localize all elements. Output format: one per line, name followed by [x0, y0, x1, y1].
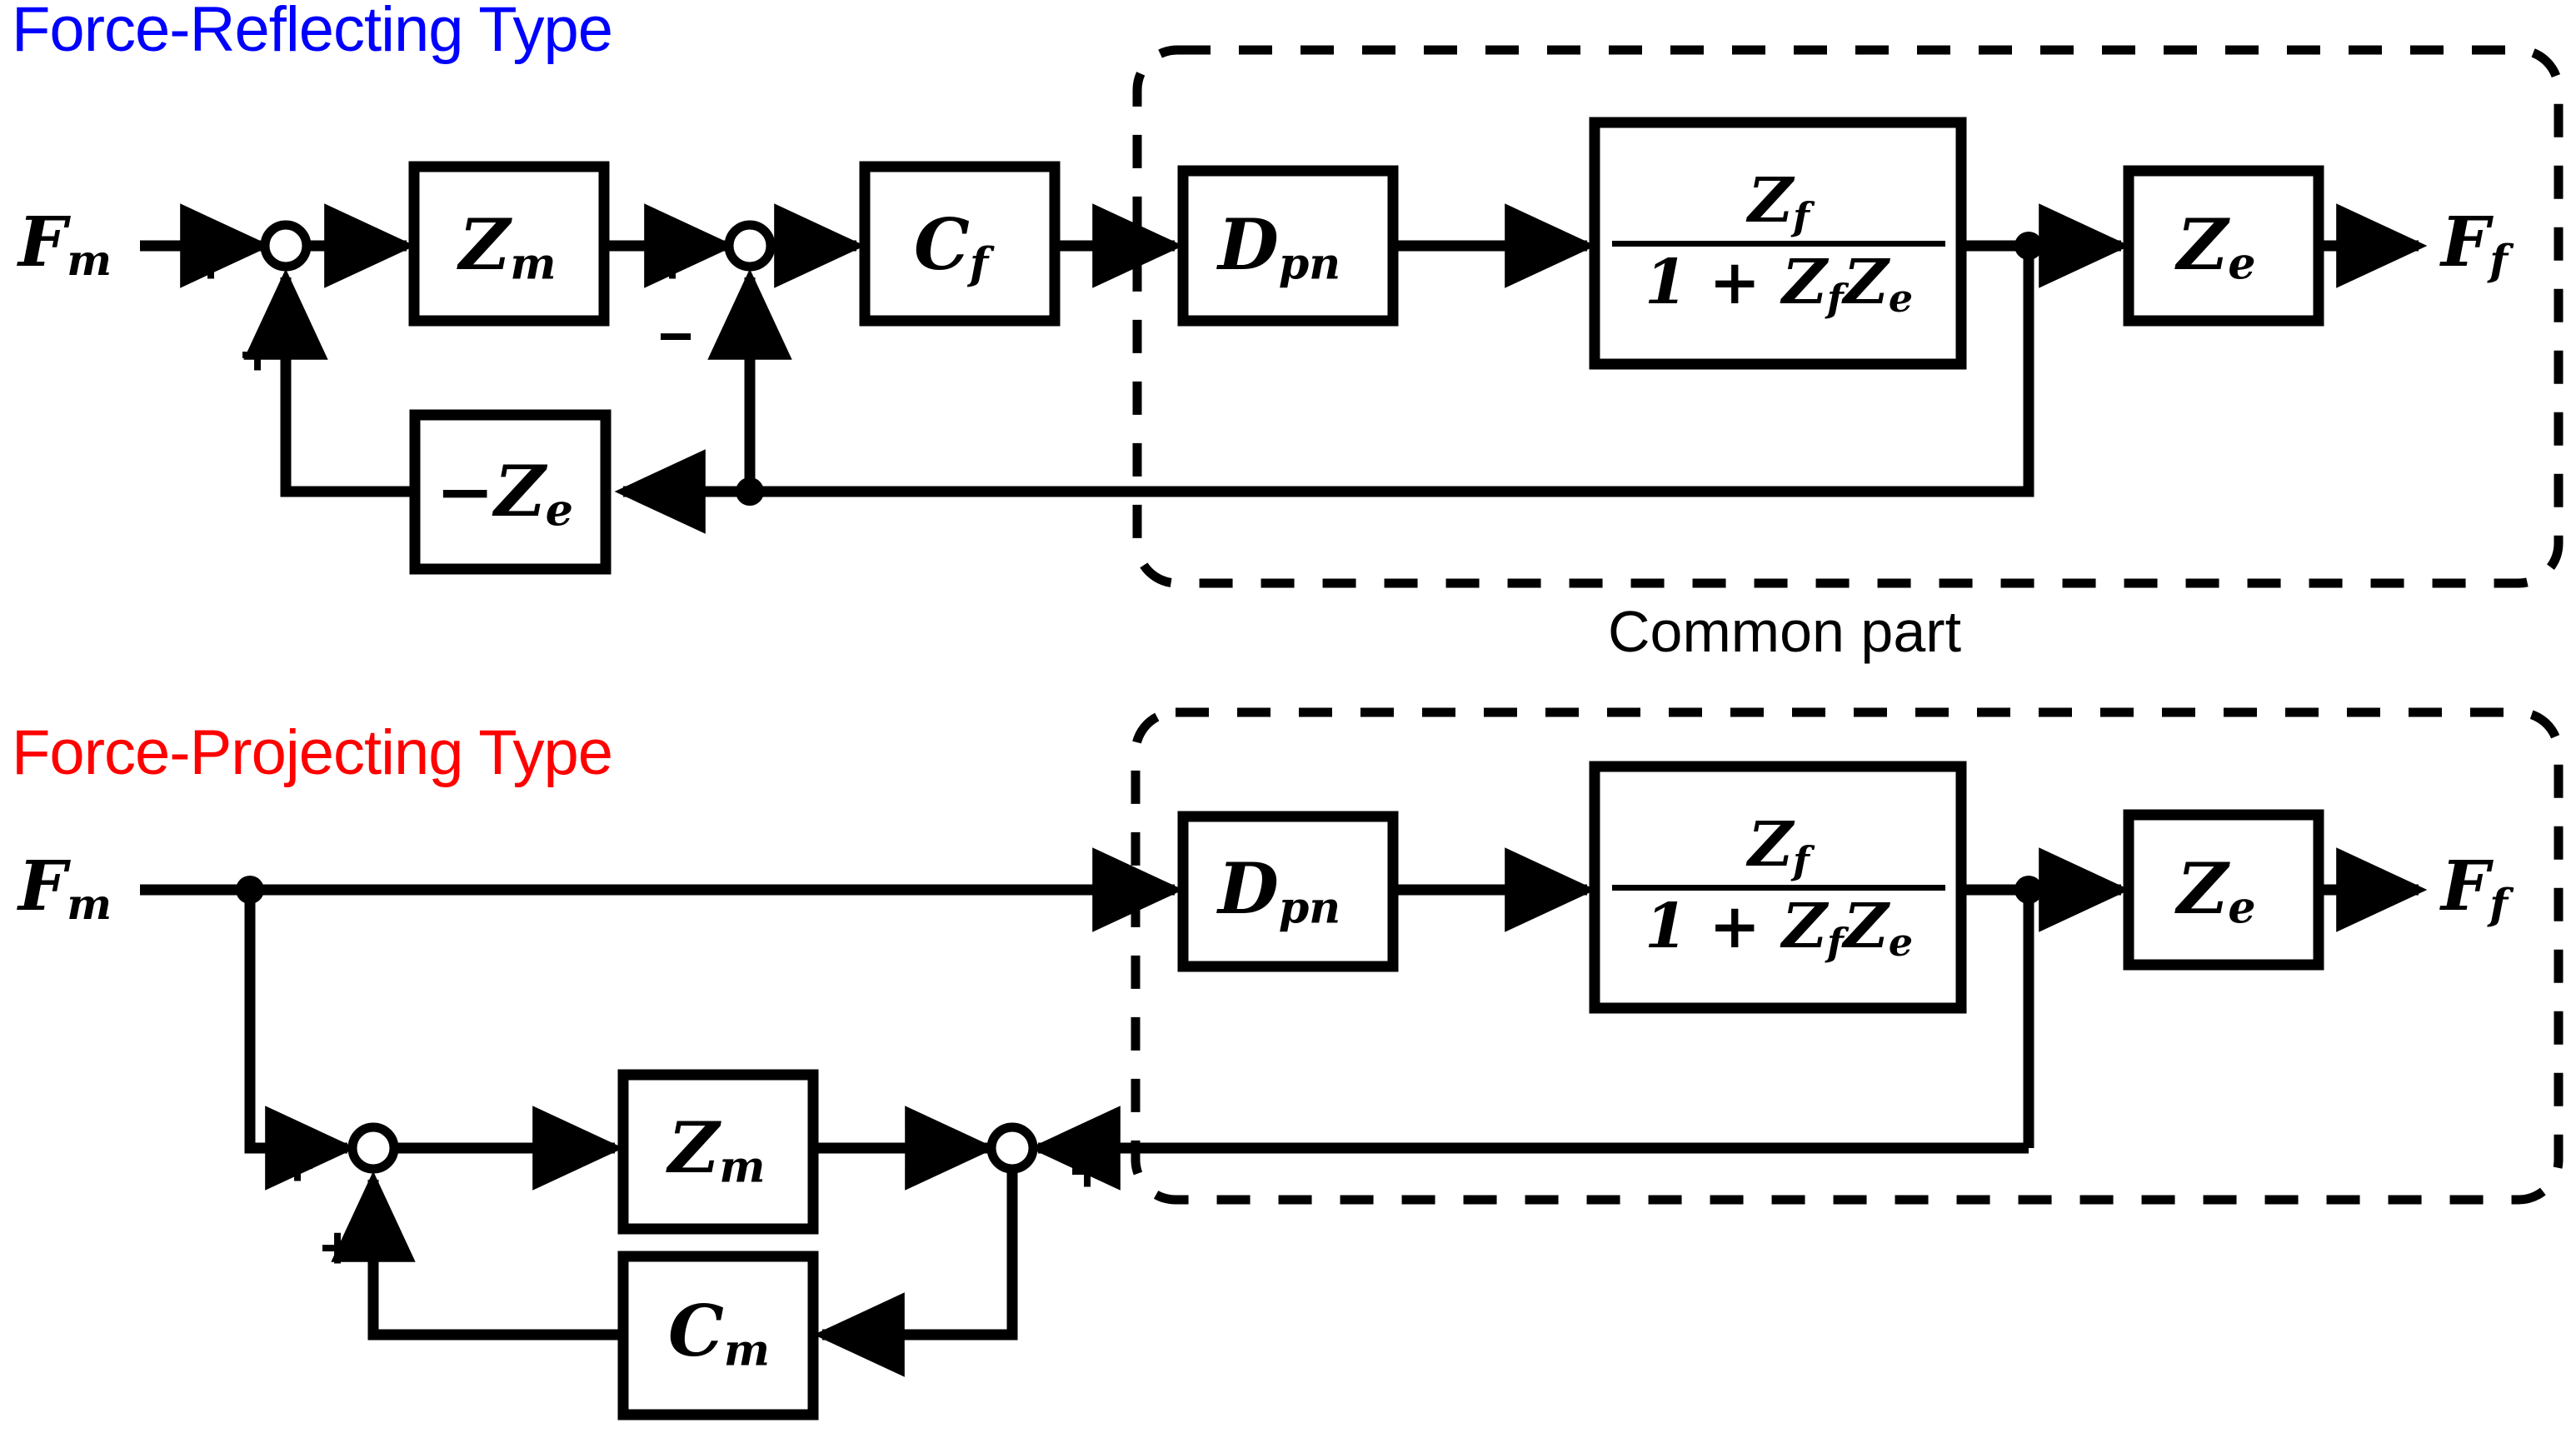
title-force-reflecting: Force-Reflecting Type — [12, 0, 613, 65]
fraction-numerator-bottom: Zf — [1748, 808, 1810, 883]
label-input-fm-top: Fm — [18, 202, 112, 286]
block-label-dpn-bottom: Dpn — [1218, 847, 1341, 934]
block-label-zf-fraction-top: Zf 1 + ZfZe — [1612, 133, 1945, 354]
common-part-boundary-bottom — [1131, 707, 2564, 1205]
title-force-projecting: Force-Projecting Type — [12, 717, 613, 788]
block-label-zf-fraction-bottom: Zf 1 + ZfZe — [1612, 777, 1945, 998]
sum-junction-2-top — [724, 220, 776, 272]
sum-junction-2-bottom — [986, 1122, 1038, 1174]
wire-feedback-main-top — [614, 246, 2034, 534]
sum-junction-1-top — [260, 220, 312, 272]
label-output-ff-top: Ff — [2441, 202, 2509, 286]
label-input-fm-bottom: Fm — [18, 846, 112, 930]
sign-sum1-feedback-top: + — [240, 322, 276, 388]
fraction-denominator-top: 1 + ZfZe — [1645, 247, 1913, 322]
block-label-zm-bottom: Zm — [668, 1106, 766, 1193]
block-cf-top — [859, 161, 1061, 327]
sign-sum2-right-bottom: + — [1070, 1138, 1106, 1205]
sign-sum1-input-bottom: + — [280, 1132, 316, 1199]
wire-sum2-to-cm-bottom — [813, 1169, 1018, 1377]
block-label-cm-bottom: Cm — [668, 1290, 770, 1376]
block-zm-top — [408, 161, 610, 327]
block-label-cf-top: Cf — [914, 203, 989, 290]
block-label-neg-ze-top: −Ze — [436, 450, 573, 537]
sign-sum2-left-bottom: − — [916, 1130, 952, 1196]
block-ze-top — [2123, 165, 2324, 327]
block-label-ze-top: Ze — [2177, 203, 2256, 290]
block-dpn-bottom — [1177, 811, 1399, 972]
label-output-ff-bottom: Ff — [2441, 846, 2509, 930]
block-dpn-top — [1177, 165, 1399, 327]
sign-sum2-input-top: + — [655, 230, 691, 297]
sign-sum1-input-top: + — [193, 230, 229, 297]
sign-sum1-feedback-bottom: + — [320, 1215, 356, 1281]
wire-input-branch-to-sum1-bottom — [244, 890, 357, 1191]
fraction-bar-top — [1612, 241, 1945, 247]
sum-junction-1-bottom — [347, 1122, 399, 1174]
block-label-ze-bottom: Ze — [2177, 847, 2256, 934]
label-common-part: Common part — [1608, 599, 1962, 664]
sign-sum2-feedback-top: − — [658, 303, 694, 370]
fraction-denominator-bottom: 1 + ZfZe — [1645, 891, 1913, 966]
bottom-diagram-group — [140, 707, 2564, 1421]
block-zm-bottom — [617, 1069, 819, 1235]
common-part-boundary-top — [1132, 45, 2564, 588]
fraction-numerator-top: Zf — [1748, 164, 1810, 239]
block-cm-bottom — [617, 1251, 819, 1421]
wire-cm-to-sum1-bottom — [331, 1171, 623, 1341]
block-label-zm-top: Zm — [459, 203, 557, 290]
wire-negze-to-sum1-top — [243, 268, 415, 497]
block-label-dpn-top: Dpn — [1218, 203, 1341, 290]
fraction-bar-bottom — [1612, 885, 1945, 891]
